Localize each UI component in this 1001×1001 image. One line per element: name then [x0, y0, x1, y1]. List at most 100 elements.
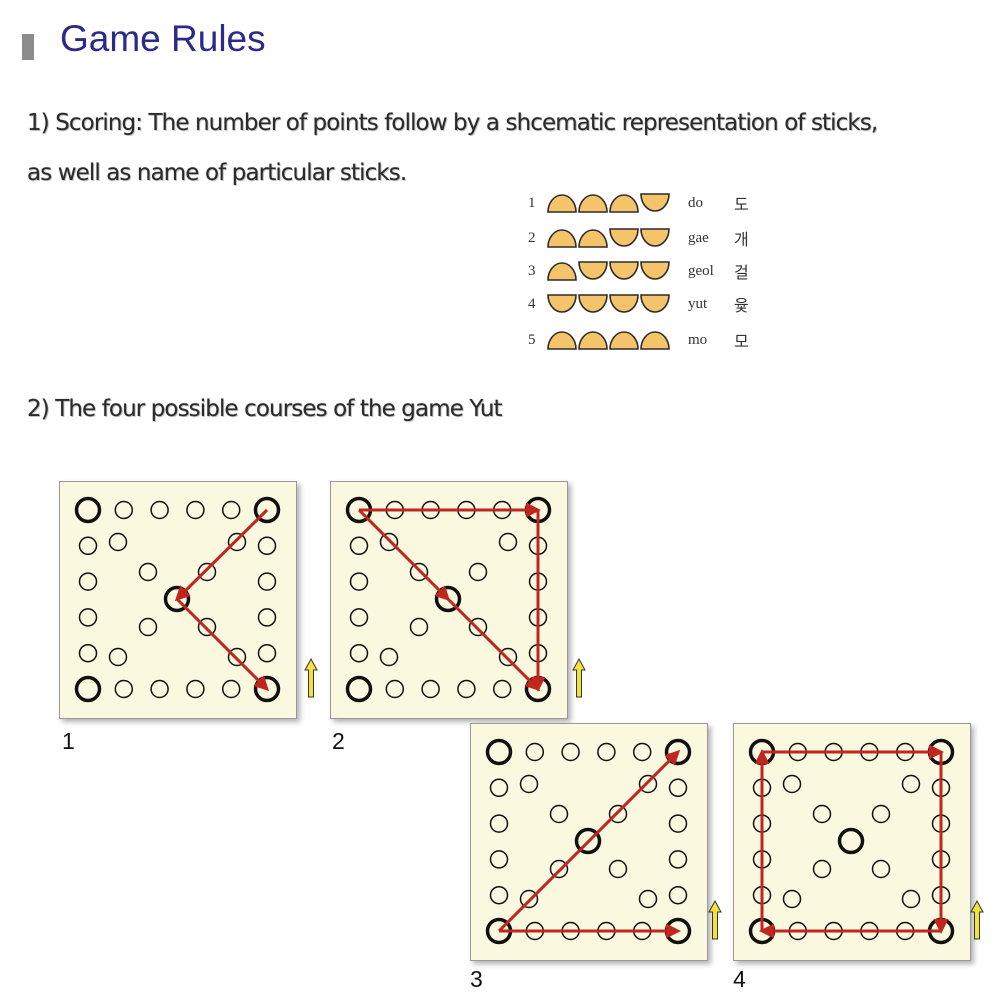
stick-korean-name: 모	[734, 332, 749, 351]
board-station-icon	[78, 536, 98, 556]
stick-row-mo: 5 mo 모	[528, 327, 749, 353]
board-station-icon	[114, 679, 134, 699]
board-station-icon	[150, 679, 169, 699]
board-station-icon	[457, 679, 476, 699]
rule-1-text-line-1: 1) Scoring: The number of points follow …	[27, 110, 878, 136]
stick-pattern-icon	[547, 193, 670, 213]
stick-number: 1	[528, 194, 536, 211]
stick-round-side-icon	[640, 228, 670, 247]
board-station-icon	[498, 532, 518, 552]
board-station-icon	[597, 742, 616, 762]
stick-pattern-icon	[547, 261, 670, 281]
yut-board-diagram	[485, 738, 692, 945]
course-path-arrow	[175, 597, 270, 692]
stick-korean-name: 개	[734, 230, 749, 249]
up-arrow-icon-4	[970, 900, 984, 940]
board-station-icon	[409, 562, 429, 582]
stick-row-yut: 4 yut 윷	[528, 291, 749, 317]
stick-korean-name: 걸	[734, 263, 749, 282]
board-station-icon	[871, 859, 891, 879]
stick-name: yut	[688, 295, 708, 312]
board-station-icon	[812, 859, 832, 879]
stick-flat-side-icon	[547, 331, 577, 350]
board-station-icon	[379, 647, 399, 667]
board-station-icon	[108, 532, 128, 552]
board-station-icon	[421, 679, 440, 699]
stick-flat-side-icon	[609, 194, 639, 213]
board-station-icon	[489, 814, 509, 833]
stick-round-side-icon	[609, 228, 639, 247]
board-station-icon	[221, 679, 241, 699]
board-label-3: 3	[470, 966, 483, 992]
stick-flat-side-icon	[578, 331, 608, 350]
stick-number: 5	[528, 331, 536, 348]
stick-flat-side-icon	[578, 229, 608, 248]
board-station-icon	[638, 774, 658, 794]
stick-korean-name: 윷	[734, 296, 749, 315]
course-board-2	[330, 481, 568, 719]
stick-flat-side-icon	[547, 194, 577, 213]
stick-round-side-icon	[578, 261, 608, 280]
board-label-2: 2	[332, 728, 345, 754]
board-station-icon	[150, 500, 169, 520]
board-station-icon	[489, 885, 509, 905]
board-station-icon	[108, 647, 128, 667]
board-station-icon	[489, 778, 509, 798]
board-station-icon	[608, 859, 628, 879]
board-station-icon	[468, 617, 488, 637]
stick-pattern-icon	[547, 228, 670, 248]
board-station-icon	[492, 679, 512, 699]
yut-board-diagram	[74, 496, 281, 703]
yut-board-diagram	[345, 496, 552, 703]
board-station-icon	[197, 617, 217, 637]
board-label-1: 1	[62, 728, 75, 754]
up-arrow-icon-3	[708, 900, 722, 940]
stick-round-side-icon	[640, 261, 670, 280]
board-station-icon	[349, 536, 369, 556]
board-station-icon	[668, 885, 688, 905]
board-station-icon	[782, 774, 802, 794]
board-major-station-icon	[74, 675, 102, 703]
board-station-icon	[561, 742, 580, 762]
board-station-icon	[257, 643, 277, 663]
course-path-arrow	[357, 508, 451, 602]
board-station-icon	[668, 814, 688, 833]
board-station-icon	[871, 804, 891, 824]
board-station-icon	[632, 742, 652, 762]
stick-number: 4	[528, 295, 536, 312]
board-station-icon	[349, 572, 369, 591]
board-station-icon	[349, 643, 369, 663]
stick-round-side-icon	[547, 294, 577, 313]
course-board-3	[470, 723, 708, 961]
up-arrow-icon-2	[572, 658, 586, 698]
board-station-icon	[186, 679, 205, 699]
board-station-icon	[197, 562, 217, 582]
stick-number: 2	[528, 229, 536, 246]
course-path-arrow	[174, 508, 269, 602]
stick-korean-name: 도	[734, 195, 749, 214]
course-path-arrow	[446, 597, 541, 692]
title-bullet	[22, 34, 34, 60]
board-station-icon	[519, 889, 539, 909]
board-station-icon	[782, 889, 802, 909]
stick-name: do	[688, 194, 703, 211]
board-major-station-icon	[253, 496, 281, 524]
course-path-arrow	[497, 749, 681, 933]
up-arrow-icon-1	[304, 658, 318, 698]
rule-1-text-line-2: as well as name of particular sticks.	[27, 160, 407, 186]
board-station-icon	[257, 572, 277, 591]
board-station-icon	[227, 647, 247, 667]
rule-2-text: 2) The four possible courses of the game…	[27, 396, 503, 422]
board-station-icon	[349, 608, 369, 627]
board-station-icon	[257, 536, 277, 556]
board-station-icon	[812, 804, 832, 824]
board-station-icon	[608, 804, 628, 824]
board-station-icon	[385, 679, 405, 699]
stick-pattern-icon	[547, 331, 670, 350]
board-station-icon	[468, 562, 488, 582]
stick-flat-side-icon	[609, 331, 639, 350]
stick-name: mo	[688, 331, 708, 348]
stick-round-side-icon	[640, 294, 670, 313]
stick-name: gae	[688, 229, 709, 246]
board-station-icon	[668, 850, 688, 869]
